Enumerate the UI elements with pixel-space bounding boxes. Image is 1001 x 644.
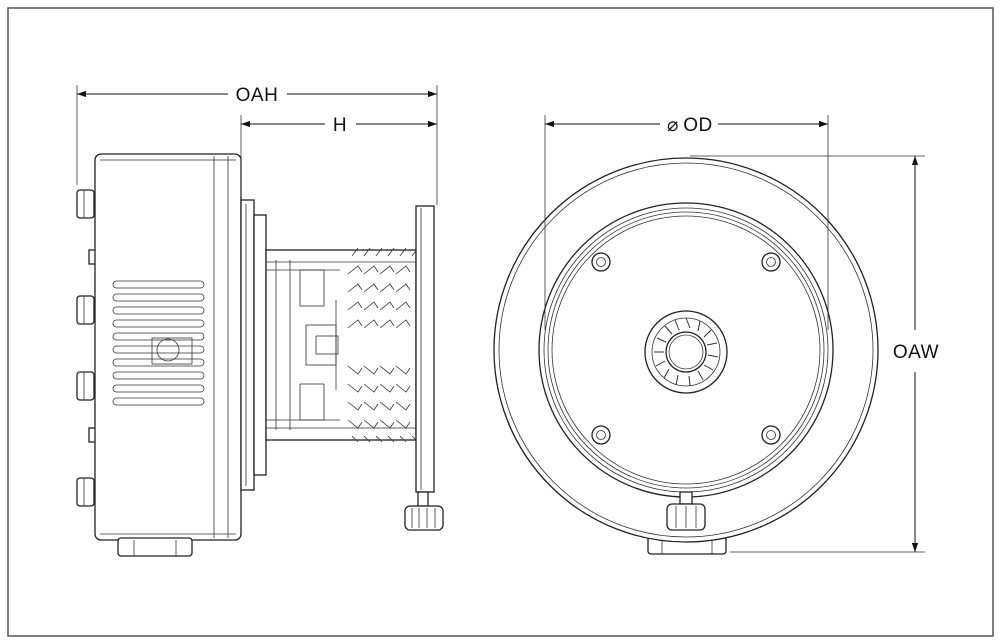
front-lock-knob <box>666 491 706 531</box>
side-lock-knob <box>404 491 444 531</box>
side-view <box>76 153 444 557</box>
oaw-dimension: OAW <box>690 155 939 553</box>
side-knobs <box>76 189 97 507</box>
h-label: H <box>333 115 347 136</box>
hub-side <box>265 249 417 441</box>
housing-foot <box>117 537 193 557</box>
oah-dimension: OAH <box>76 85 438 205</box>
hub-front <box>644 310 728 394</box>
h-dimension: H <box>240 115 437 195</box>
bristle-brush <box>347 247 419 443</box>
side-flange <box>240 199 255 491</box>
oah-label: OAH <box>236 85 279 106</box>
drawing-frame <box>7 7 994 637</box>
od-dimension: ⌀ OD <box>544 115 829 330</box>
oaw-label: OAW <box>893 342 939 363</box>
mounting-screws <box>591 252 781 445</box>
od-symbol: ⌀ <box>667 115 679 136</box>
front-view <box>493 157 879 555</box>
side-front-disc <box>415 205 435 493</box>
housing-body <box>94 153 242 541</box>
vent-slots <box>112 280 205 406</box>
od-label: OD <box>683 115 713 136</box>
